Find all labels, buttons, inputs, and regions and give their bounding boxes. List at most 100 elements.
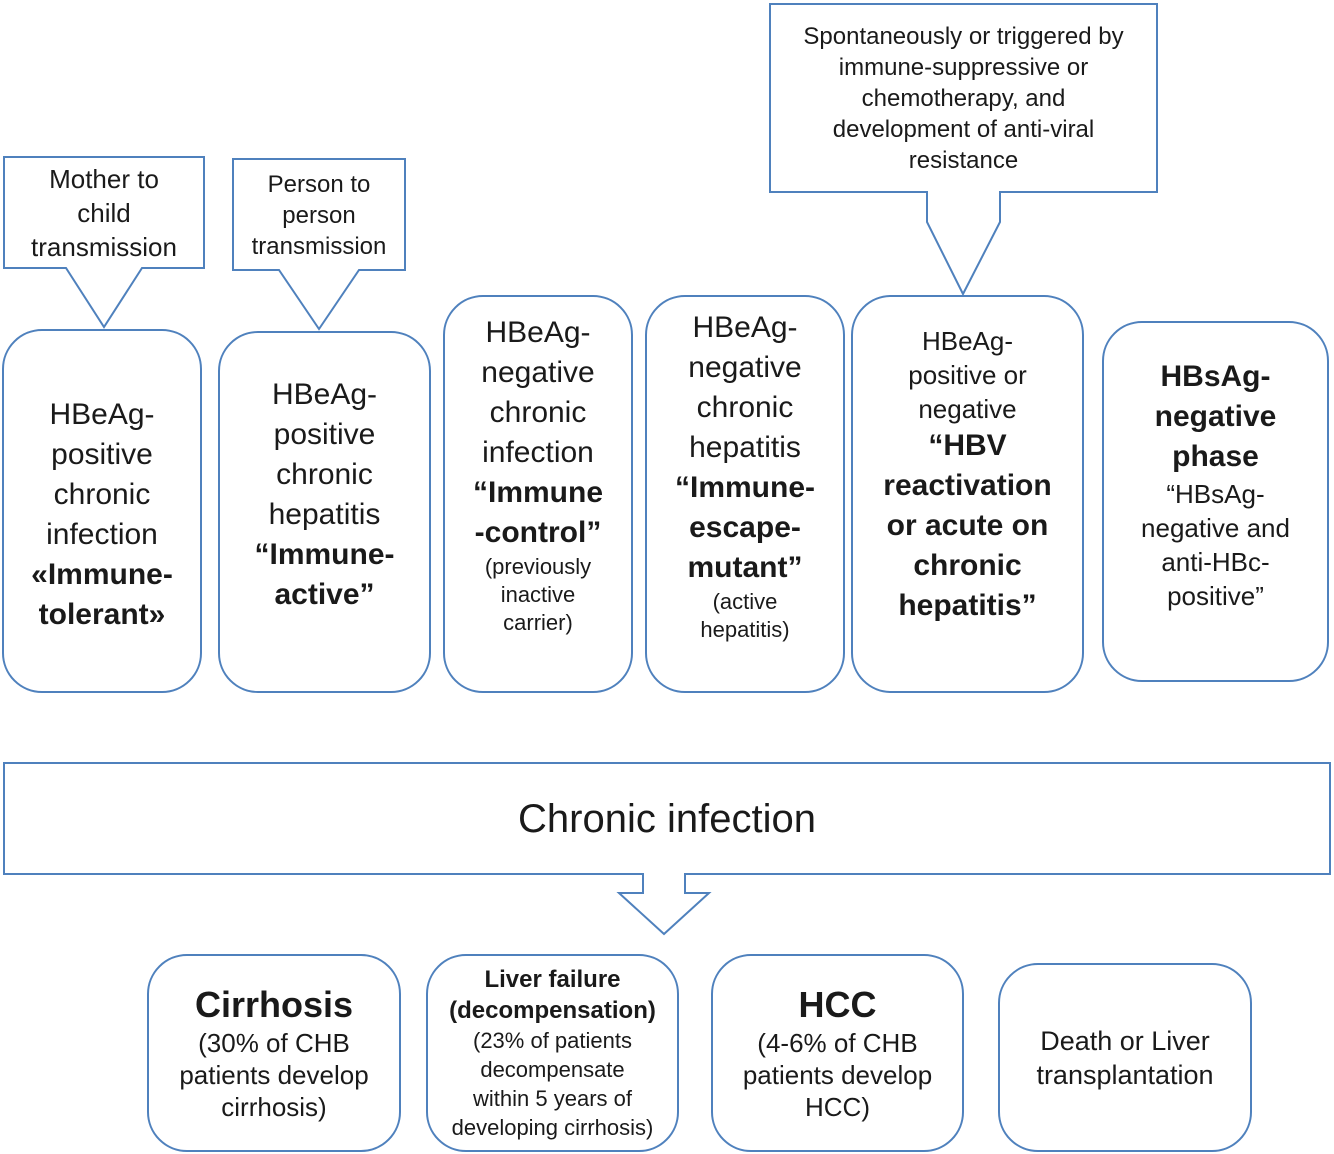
outcome-detail-line: HCC) — [805, 1092, 870, 1122]
outcome-title-line: (decompensation) — [449, 997, 656, 1024]
phase-line: positive — [51, 438, 153, 471]
phase-bold-line: reactivation — [883, 469, 1052, 502]
phase-bold-line: HBsAg- — [1160, 360, 1271, 393]
outcome-text-liver-failure: Liver failure (decompensation) (23% of pat… — [426, 960, 679, 1146]
callout-line: development of anti-viral — [832, 115, 1095, 143]
phase-bold-line: “HBV — [928, 429, 1007, 462]
outcome-detail-line: patients develop — [742, 1060, 933, 1090]
phase-box-immune-escape — [645, 295, 845, 693]
callout-line: transmission — [251, 232, 387, 260]
callout-line: immune-suppressive or — [838, 53, 1089, 81]
phase-bold-line: negative — [1154, 400, 1277, 433]
phase-bold-line: or acute on — [886, 509, 1049, 542]
outcome-detail-line: patients develop — [179, 1060, 369, 1090]
phase-line: infection — [482, 436, 594, 469]
outcome-detail-line: Death or Liver — [1040, 1026, 1210, 1056]
phase-note-line: “HBsAg- — [1166, 479, 1265, 509]
phase-line: negative — [918, 394, 1017, 424]
phase-text-reactivation: HBeAg-positive or negative “HBV reactivatio… — [851, 320, 1084, 630]
phase-text-immune-control: HBeAg-negative chronic infection “Immune -co… — [443, 310, 633, 640]
callout-person-to-person-arrow — [232, 158, 406, 331]
outcome-box-hcc — [711, 954, 964, 1152]
phase-line: positive or — [908, 360, 1027, 390]
outcome-detail-line: (30% of CHB — [198, 1028, 350, 1058]
outcome-title: HCC — [798, 984, 877, 1025]
callout-line: Mother to — [49, 164, 159, 194]
phase-note-line: anti-HBc- — [1161, 547, 1270, 577]
callout-person-text: Person to person transmission — [235, 162, 403, 268]
phase-bold-line: active” — [274, 578, 375, 611]
outcome-box-liver-failure — [426, 954, 679, 1152]
phase-text-immune-tolerant: HBeAg-positive chronic infection «Immune-to… — [2, 370, 202, 660]
phase-note-line: inactive — [500, 582, 576, 607]
outcome-box-cirrhosis — [147, 954, 401, 1152]
phase-note-line: positive” — [1167, 581, 1264, 611]
phase-line: chronic — [696, 391, 794, 424]
outcome-title: Cirrhosis — [194, 984, 354, 1025]
outcome-detail-line: (23% of patients — [473, 1028, 632, 1053]
callout-line: transmission — [31, 232, 177, 262]
phase-box-reactivation — [851, 295, 1084, 693]
phase-line: chronic — [53, 478, 151, 511]
callout-line: resistance — [908, 146, 1019, 174]
chronic-infection-label: Chronic infection — [4, 766, 1330, 872]
phase-box-immune-control — [443, 295, 633, 693]
phase-line: HBeAg- — [921, 326, 1014, 356]
phase-text-immune-escape: HBeAg-negative chronic hepatitis “Immune-es… — [645, 302, 845, 650]
outcome-detail-line: transplantation — [1036, 1060, 1214, 1090]
phase-bold-line: escape- — [689, 511, 801, 544]
outcome-detail-line: cirrhosis) — [221, 1092, 327, 1122]
outcome-box-death-transplant — [998, 963, 1252, 1152]
callout-line: child — [77, 198, 131, 228]
callout-line: person — [282, 201, 356, 229]
phase-bold-line: «Immune- — [31, 558, 173, 591]
phase-line: chronic — [489, 396, 587, 429]
phase-line: HBeAg- — [49, 398, 155, 431]
phase-bold-line: tolerant» — [38, 598, 166, 631]
phase-line: negative — [481, 356, 595, 389]
phase-note-line: (active — [712, 589, 778, 614]
phase-line: chronic — [276, 458, 373, 491]
callout-mother-to-child-arrow — [3, 156, 205, 329]
callout-line: chemotherapy, and — [861, 84, 1066, 112]
phase-bold-line: mutant” — [687, 551, 803, 584]
phase-line: HBeAg- — [692, 311, 798, 344]
phase-note-line: (previously — [484, 554, 592, 579]
callout-line: Spontaneously or triggered by — [803, 22, 1124, 50]
outcome-text-death-transplant: Death or Liver transplantation — [998, 968, 1252, 1148]
phase-line: positive — [273, 418, 376, 451]
phase-bold-line: “Immune — [472, 476, 604, 509]
phase-bold-line: chronic — [913, 549, 1022, 582]
phase-bold-line: -control” — [474, 516, 602, 549]
chronic-infection-arrow — [3, 762, 1331, 936]
outcome-detail-line: decompensate — [480, 1057, 625, 1082]
phase-bold-line: hepatitis” — [898, 589, 1037, 622]
outcome-detail-line: developing cirrhosis) — [451, 1115, 654, 1140]
phase-line: HBeAg- — [271, 378, 378, 411]
callout-reactivation-triggers-arrow — [769, 3, 1158, 297]
phase-box-immune-active — [218, 331, 431, 693]
phase-note-line: negative and — [1141, 513, 1290, 543]
phase-line: infection — [46, 518, 158, 551]
outcome-detail-line: (4-6% of CHB — [757, 1028, 918, 1058]
phase-note-line: carrier) — [503, 610, 573, 635]
phase-note-line: hepatitis) — [700, 617, 790, 642]
callout-mother-text: Mother to child transmission — [6, 160, 202, 266]
outcome-detail-line: within 5 years of — [473, 1086, 632, 1111]
phase-line: negative — [688, 351, 802, 384]
phase-bold-line: “Immune- — [674, 471, 815, 504]
phase-box-immune-tolerant — [2, 329, 202, 693]
phase-line: hepatitis — [689, 431, 801, 464]
chronic-infection-text: Chronic infection — [518, 796, 816, 841]
phase-line: HBeAg- — [485, 316, 591, 349]
phase-box-hbsag-negative — [1102, 321, 1329, 682]
callout-line: Person to — [267, 170, 371, 198]
phase-line: hepatitis — [268, 498, 381, 531]
outcome-title-line: Liver failure — [484, 966, 621, 993]
